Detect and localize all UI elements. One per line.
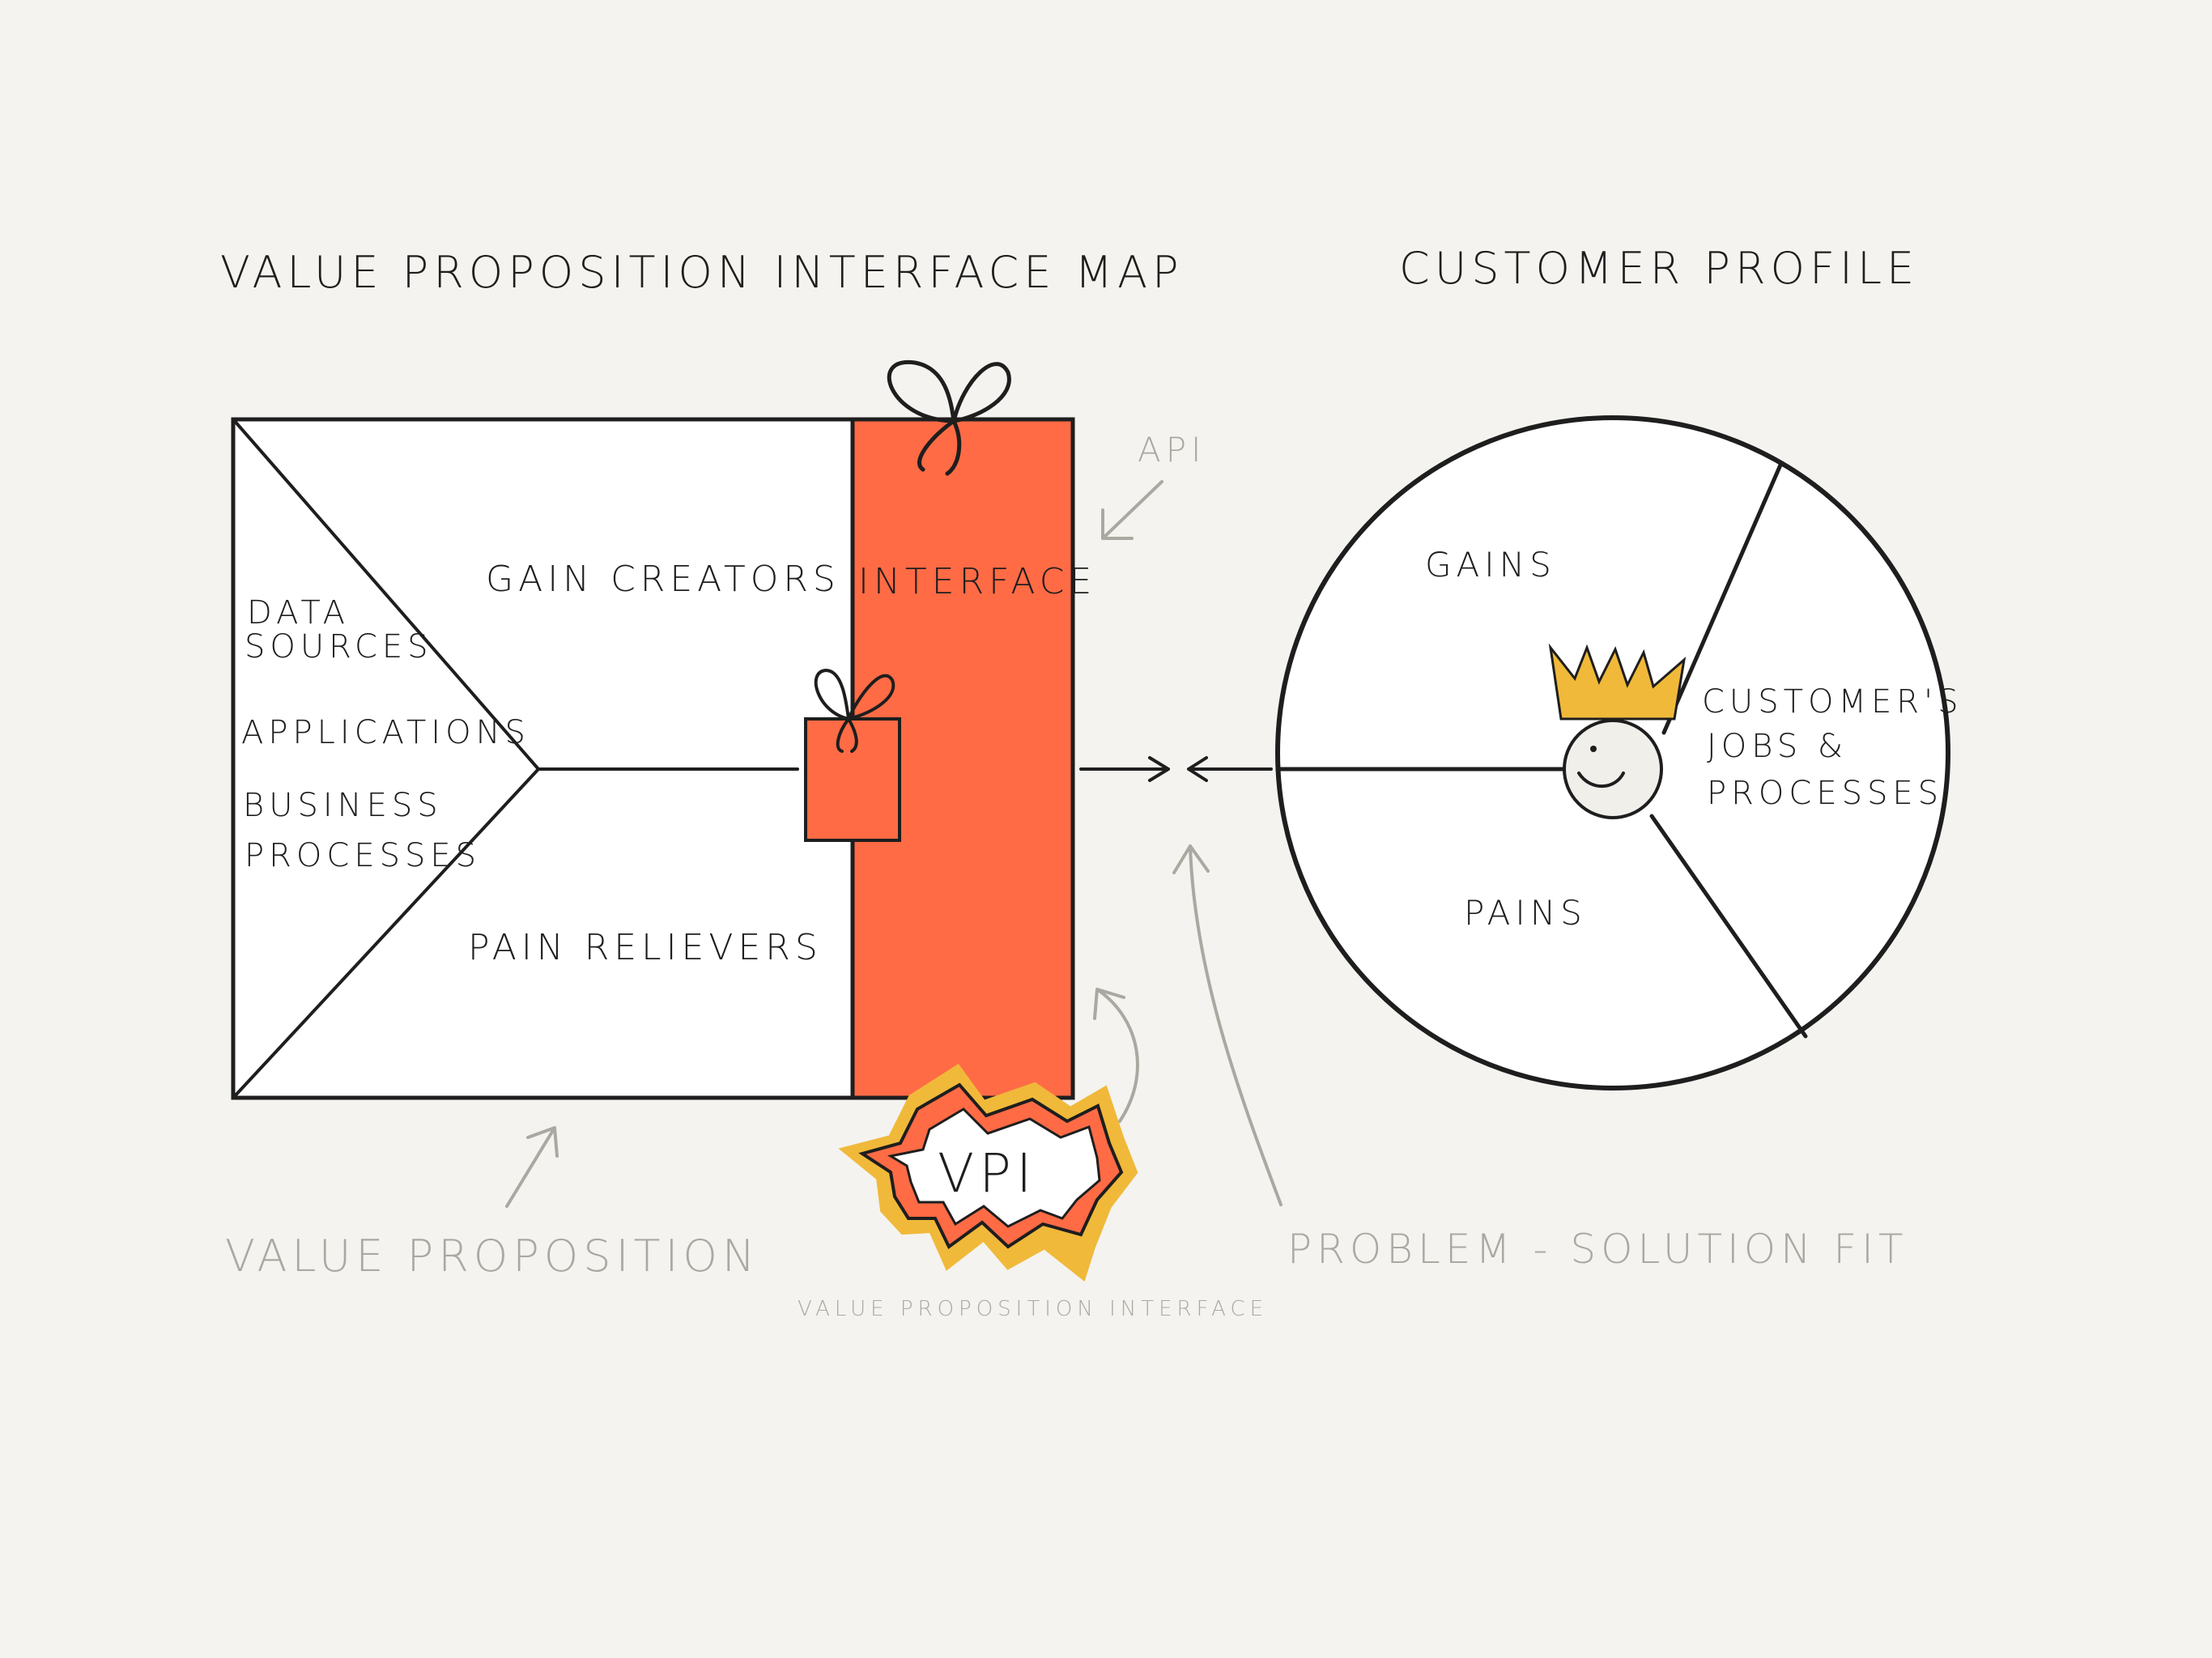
- customer-jobs-line1: CUSTOMER'S: [1702, 683, 1963, 721]
- applications-label: APPLICATIONS: [241, 714, 530, 751]
- value-proposition-arrow: [505, 1126, 559, 1208]
- problem-solution-fit-label: PROBLEM - SOLUTION FIT: [1287, 1226, 1908, 1273]
- gain-creators-label: GAIN CREATORS: [486, 559, 840, 600]
- problem-solution-fit-arrow: [1172, 844, 1283, 1206]
- api-label: API: [1138, 430, 1206, 470]
- vpi-caption: VALUE PROPOSITION INTERFACE: [798, 1297, 1268, 1321]
- customer-profile-dividers: [1275, 461, 1808, 1039]
- vpi-arrow: [1093, 988, 1139, 1123]
- data-sources-line2: SOURCES: [245, 628, 433, 665]
- pains-label: PAINS: [1464, 893, 1587, 933]
- business-processes-line2: PROCESSES: [245, 837, 481, 874]
- customer-jobs-line2: JOBS &: [1707, 728, 1848, 765]
- interface-label: INTERFACE: [858, 561, 1096, 602]
- customer-profile: GAINS PAINS CUSTOMER'S JOBS & PROCESSES: [1275, 415, 1963, 1090]
- api-arrow: [1101, 480, 1163, 540]
- crown-icon: [1548, 643, 1687, 721]
- vpi-label: VPI: [938, 1142, 1036, 1205]
- value-map-title: VALUE PROPOSITION INTERFACE MAP: [220, 247, 1184, 298]
- customer-profile-title: CUSTOMER PROFILE: [1399, 243, 1919, 294]
- value-map: GAIN CREATORS PAIN RELIEVERS INTERFACE D…: [231, 360, 1096, 1100]
- smiley-face-icon: [1563, 719, 1663, 819]
- data-sources-line1: DATA: [247, 594, 350, 631]
- value-proposition-label: VALUE PROPOSITION: [225, 1231, 759, 1282]
- explosion-burst-icon: VPI: [838, 1063, 1138, 1282]
- gift-bow-icon: [887, 360, 1011, 476]
- gains-label: GAINS: [1425, 545, 1556, 585]
- gift-box-icon: [804, 669, 901, 842]
- connector-arrows: [1079, 756, 1273, 782]
- business-processes-line1: BUSINESS: [243, 787, 443, 824]
- customer-jobs-line3: PROCESSES: [1707, 775, 1943, 812]
- value-map-divider-lines: [232, 418, 799, 1099]
- pain-relievers-label: PAIN RELIEVERS: [468, 927, 823, 968]
